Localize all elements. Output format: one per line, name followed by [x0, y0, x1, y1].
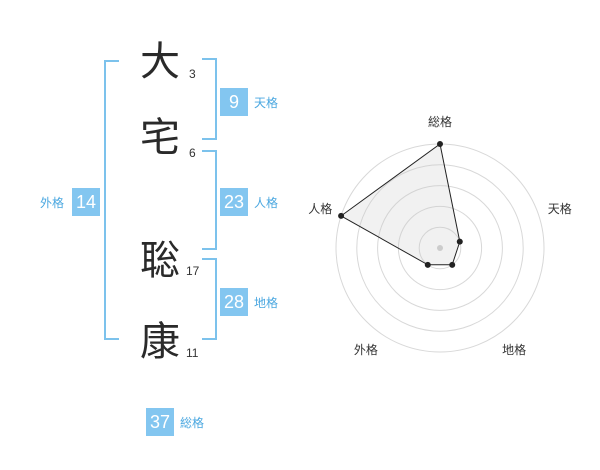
radar-point-3: [449, 261, 456, 268]
gaikaku-value-badge: 14: [72, 188, 100, 216]
chikaku-value-badge: 28: [220, 288, 248, 316]
radar-axis-label-5: 人格: [308, 201, 332, 216]
name-char-1: 大: [140, 39, 180, 85]
tenkaku-bracket: [202, 58, 217, 140]
radar-axis-label-3: 地格: [502, 342, 526, 357]
stroke-count-2: 6: [189, 146, 196, 160]
name-char-4: 康: [140, 319, 180, 365]
radar-center-dot: [437, 245, 443, 251]
name-char-2: 宅: [140, 115, 180, 161]
radar-ring-3: [377, 185, 503, 311]
radar-ring-4: [356, 164, 524, 332]
stroke-count-3: 17: [186, 264, 200, 278]
radar-point-5: [338, 212, 345, 219]
jinkaku-value-badge: 23: [220, 188, 248, 216]
radar-ring-1: [418, 226, 462, 270]
radar-polygon: [340, 143, 461, 266]
gaikaku-label: 外格: [40, 196, 65, 210]
gaikaku-bracket: [104, 60, 119, 340]
stroke-count-4: 11: [186, 346, 199, 360]
jinkaku-label: 人格: [254, 196, 279, 210]
name-char-3: 聡: [140, 238, 180, 284]
chikaku-bracket: [202, 258, 217, 340]
radar-point-2: [456, 238, 463, 245]
radar-point-4: [424, 261, 431, 268]
soukaku-label: 総格: [180, 416, 205, 430]
radar-axis-label-2: 天格: [548, 201, 572, 216]
radar-point-1: [437, 141, 443, 147]
radar-axis-label-4: 外格: [354, 342, 378, 357]
radar-axis-label-1: 総格: [428, 114, 452, 129]
soukaku-value-badge: 37: [146, 408, 174, 436]
tenkaku-label: 天格: [254, 96, 279, 110]
jinkaku-bracket: [202, 150, 217, 250]
stroke-count-1: 3: [189, 67, 196, 81]
chikaku-label: 地格: [254, 296, 279, 310]
tenkaku-value-badge: 9: [220, 88, 248, 116]
